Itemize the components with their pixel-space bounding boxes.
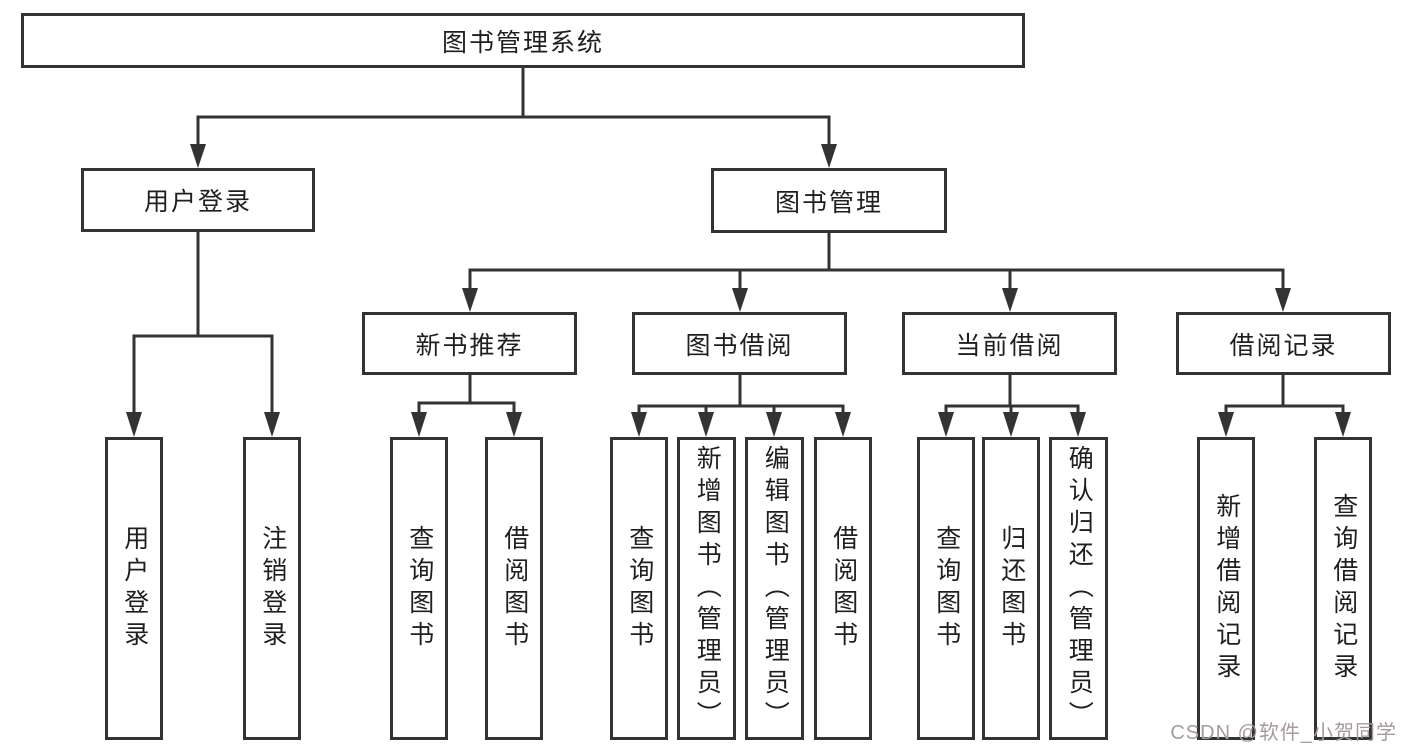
arrowhead-icon	[1218, 412, 1234, 437]
arrowhead-icon	[462, 288, 478, 312]
leaf-user-login: 用户登录	[105, 437, 163, 740]
leaf-query-borrow-record-label: 查询借阅记录	[1329, 492, 1358, 685]
node-current-borrowing-label: 当前借阅	[955, 331, 1064, 360]
leaf-query-books-borrowing-label: 查询图书	[625, 524, 654, 653]
leaf-confirm-return-admin: 确认归还（管理员）	[1049, 437, 1108, 740]
leaf-query-books-recommend: 查询图书	[390, 437, 448, 740]
leaf-query-books-current-label: 查询图书	[932, 524, 961, 653]
leaf-add-borrow-record: 新增借阅记录	[1197, 437, 1255, 740]
connector-new-book-recommend-to-leaves	[411, 375, 522, 437]
leaf-borrow-books-borrowing-label: 借阅图书	[829, 524, 858, 653]
leaf-add-borrow-record-label: 新增借阅记录	[1212, 492, 1241, 685]
node-borrowing-records-label: 借阅记录	[1229, 331, 1338, 360]
leaf-confirm-return-admin-label: 确认归还（管理员）	[1065, 444, 1094, 733]
node-new-book-recommend: 新书推荐	[362, 312, 577, 375]
csdn-watermark: CSDN @软件_小贺同学	[1170, 722, 1397, 744]
arrowhead-icon	[1335, 412, 1351, 437]
node-user-login-label: 用户登录	[143, 188, 252, 216]
arrowhead-icon	[732, 288, 748, 312]
arrowhead-icon	[835, 412, 851, 437]
leaf-borrow-books-recommend: 借阅图书	[485, 437, 543, 740]
leaf-borrow-books-borrowing: 借阅图书	[814, 437, 872, 740]
leaf-query-books-borrowing: 查询图书	[610, 437, 668, 740]
connector-book-management-to-level3	[462, 233, 1291, 312]
node-borrowing-records: 借阅记录	[1176, 312, 1391, 375]
arrowhead-icon	[631, 412, 647, 437]
leaf-edit-books-admin: 编辑图书（管理员）	[745, 437, 804, 740]
leaf-query-books-current: 查询图书	[917, 437, 975, 740]
arrowhead-icon	[1275, 288, 1291, 312]
arrowhead-icon	[411, 412, 427, 437]
connector-borrowing-records-to-leaves	[1218, 375, 1351, 437]
arrowhead-icon	[190, 144, 206, 168]
arrowhead-icon	[821, 144, 837, 168]
leaf-query-books-recommend-label: 查询图书	[405, 524, 434, 653]
leaf-add-books-admin: 新增图书（管理员）	[677, 437, 736, 740]
arrowhead-icon	[126, 412, 142, 437]
arrowhead-icon	[1002, 288, 1018, 312]
arrowhead-icon	[264, 412, 280, 437]
node-root-label: 图书管理系统	[441, 28, 604, 57]
node-book-borrowing: 图书借阅	[632, 312, 847, 375]
connector-book-borrowing-to-leaves	[631, 375, 851, 437]
arrowhead-icon	[506, 412, 522, 437]
node-book-management-label: 图书管理	[774, 188, 883, 217]
node-root: 图书管理系统	[21, 13, 1025, 68]
leaf-borrow-books-recommend-label: 借阅图书	[500, 524, 529, 653]
leaf-add-books-admin-label: 新增图书（管理员）	[693, 444, 722, 733]
connector-root-to-level2	[190, 68, 837, 168]
arrowhead-icon	[1070, 412, 1086, 437]
leaf-return-books-label: 归还图书	[997, 524, 1026, 653]
leaf-return-books: 归还图书	[982, 437, 1040, 740]
leaf-logout: 注销登录	[243, 437, 301, 740]
connector-current-borrowing-to-leaves	[938, 375, 1086, 437]
node-book-management: 图书管理	[711, 168, 947, 233]
node-book-borrowing-label: 图书借阅	[685, 331, 794, 360]
node-new-book-recommend-label: 新书推荐	[415, 331, 524, 360]
arrowhead-icon	[938, 412, 954, 437]
arrowhead-icon	[766, 412, 782, 437]
connector-user-login-to-leaves	[126, 232, 280, 437]
arrowhead-icon	[698, 412, 714, 437]
leaf-edit-books-admin-label: 编辑图书（管理员）	[761, 444, 790, 733]
node-user-login: 用户登录	[81, 168, 315, 232]
leaf-query-borrow-record: 查询借阅记录	[1314, 437, 1372, 740]
arrowhead-icon	[1003, 412, 1019, 437]
leaf-logout-label: 注销登录	[258, 524, 287, 653]
leaf-user-login-label: 用户登录	[120, 524, 149, 653]
node-current-borrowing: 当前借阅	[902, 312, 1117, 375]
